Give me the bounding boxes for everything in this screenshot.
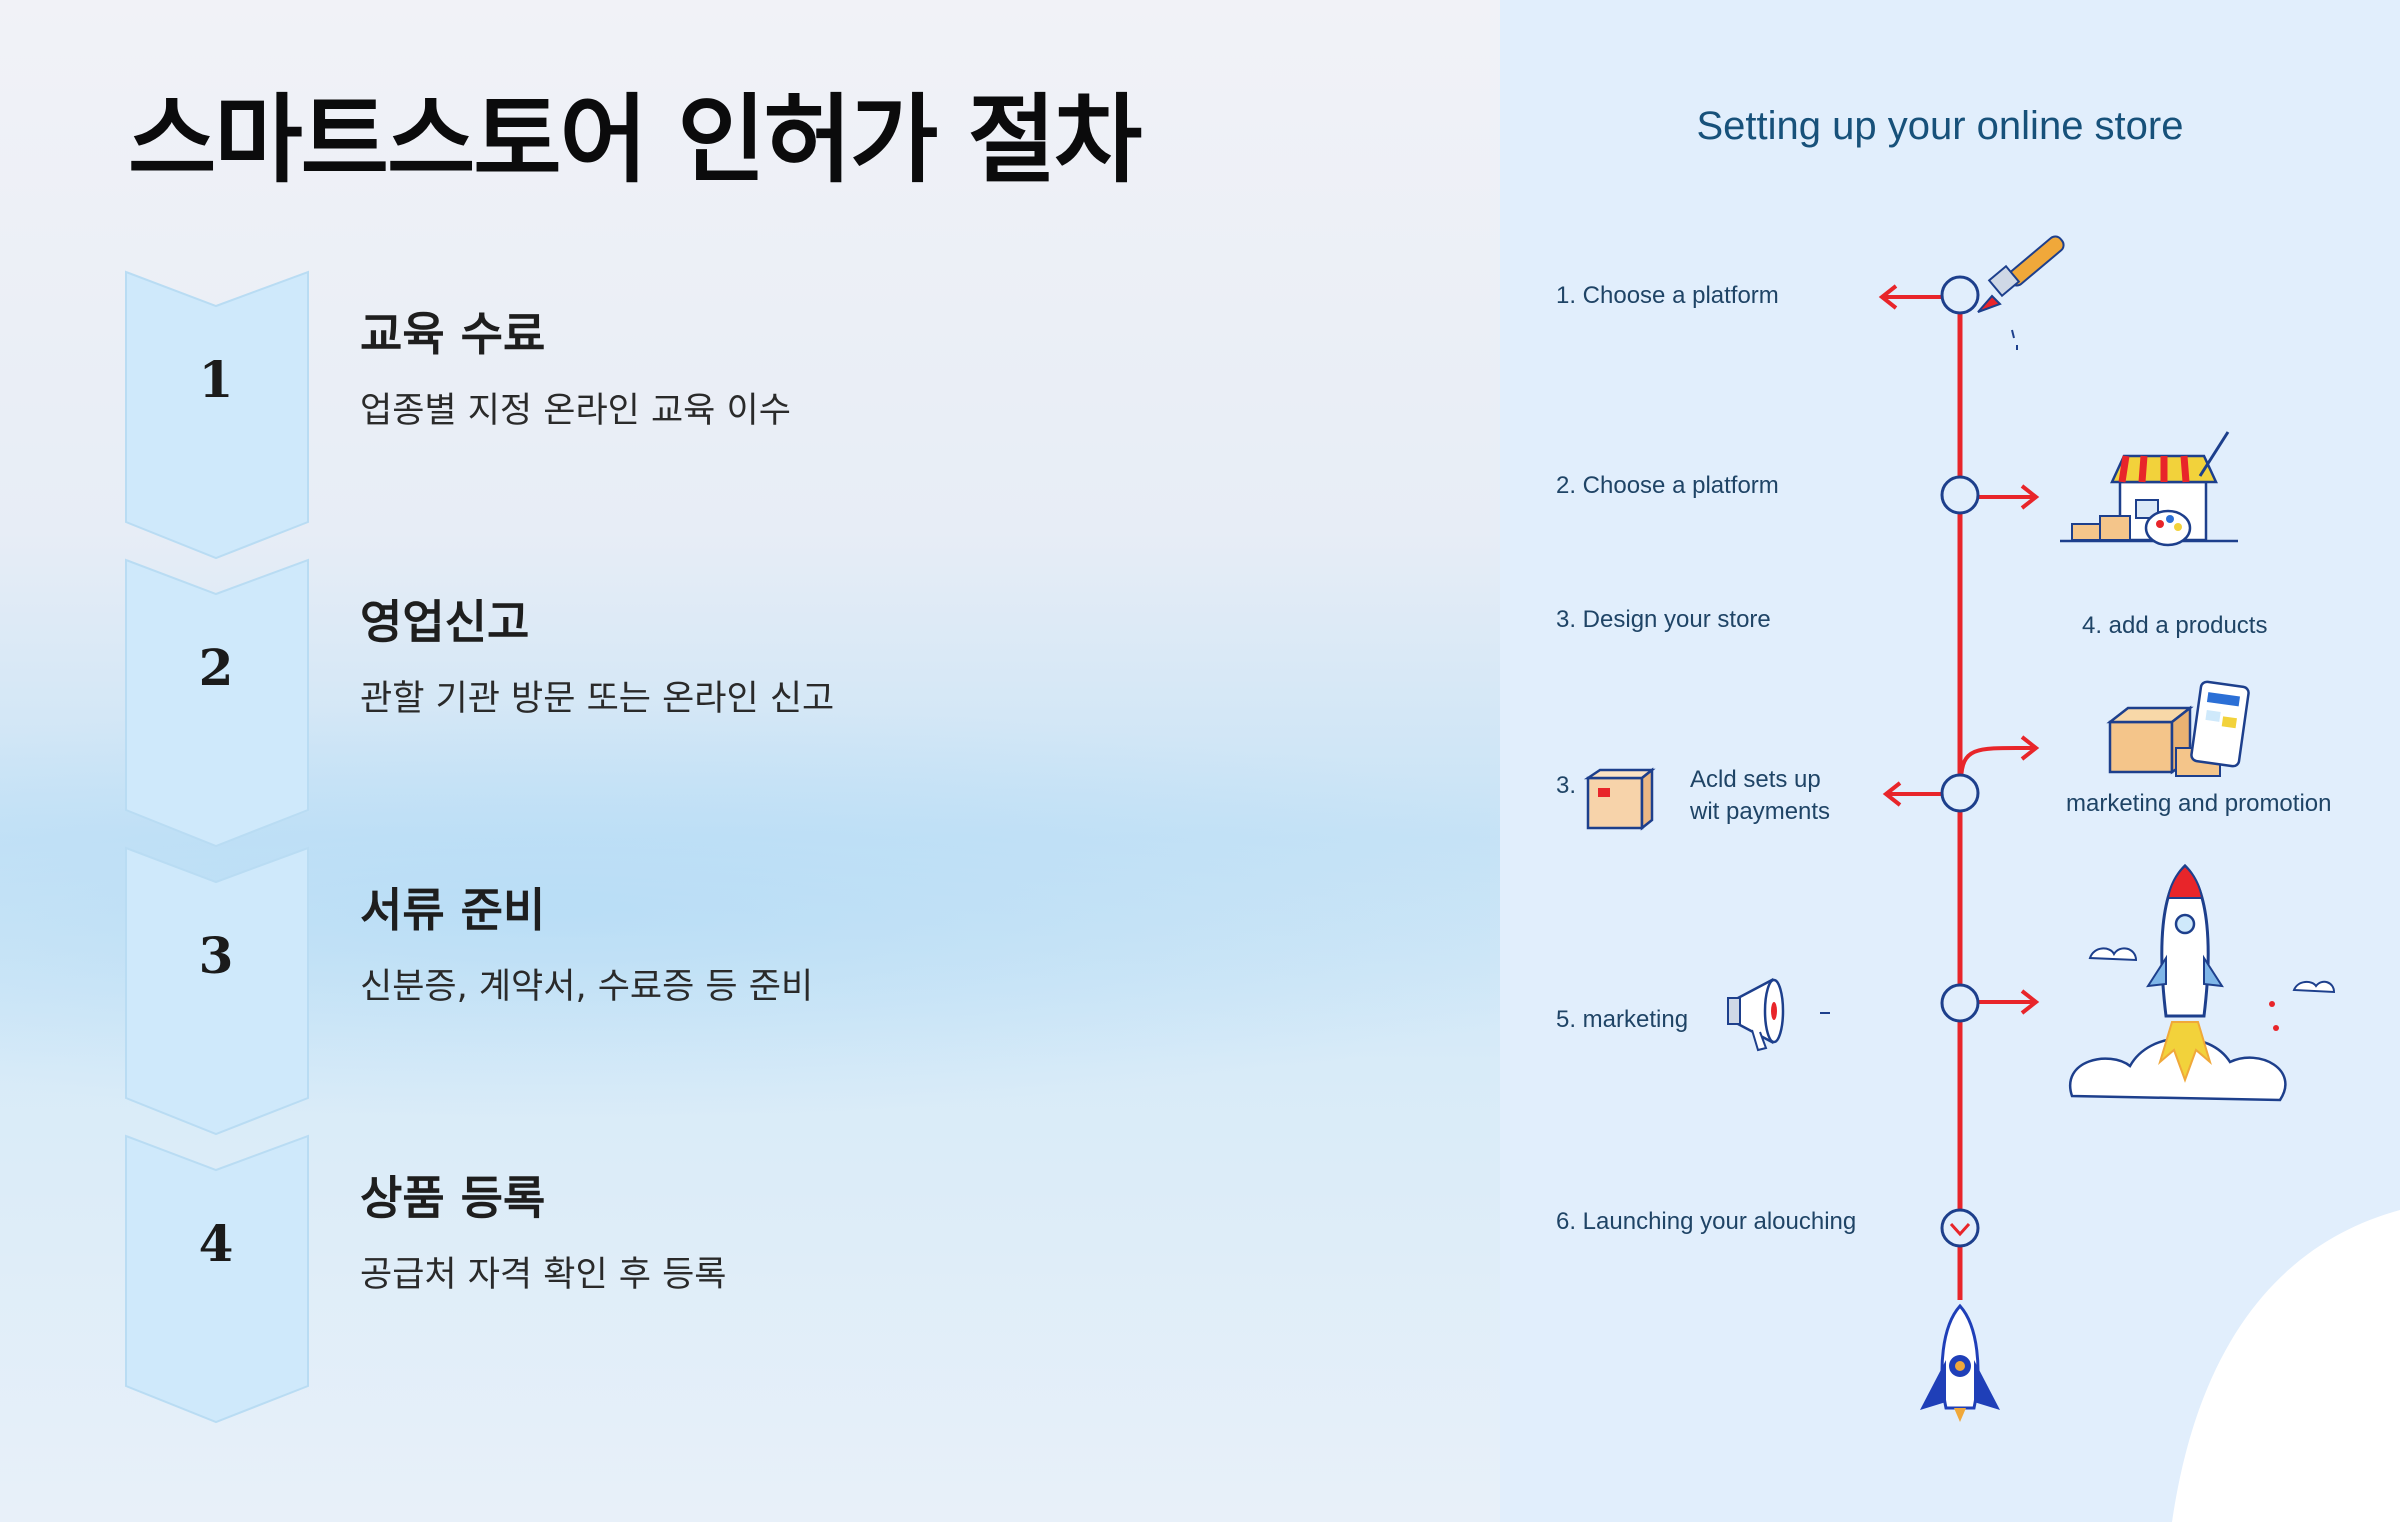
step-1: 1 교육 수료 업종별 지정 온라인 교육 이수 <box>124 270 1424 560</box>
label-step-3b-line1: Acld sets up <box>1690 766 1821 793</box>
arrow-right-5 <box>1978 989 2040 1015</box>
label-step-5: 5. marketing <box>1556 1006 1689 1033</box>
step-2: 2 영업신고 관할 기관 방문 또는 온라인 신고 <box>124 558 1424 848</box>
node-5 <box>1940 983 1980 1023</box>
step-description: 업종별 지정 온라인 교육 이수 <box>360 391 791 431</box>
step-number: 1 <box>198 350 234 409</box>
package-icon <box>1583 767 1656 831</box>
step-chevron <box>125 1134 309 1424</box>
step-heading: 교육 수료 <box>360 307 546 361</box>
infographic-title: Setting up your online store <box>1696 104 2184 148</box>
arrow-left-3 <box>1882 781 1942 807</box>
step-chevron <box>125 846 309 1136</box>
arrow-right-2 <box>1978 484 2040 510</box>
label-step-2: 2. Choose a platform <box>1556 472 1779 499</box>
label-step-3b-line2: wit payments <box>1690 798 1831 825</box>
step-description: 신분증, 계약서, 수료증 등 준비 <box>360 967 814 1007</box>
step-3: 3 서류 준비 신분증, 계약서, 수료증 등 준비 <box>124 846 1424 1136</box>
small-rocket-icon <box>1920 1303 2000 1422</box>
step-number: 3 <box>198 926 234 985</box>
right-panel: Setting up your online store <box>1500 0 2400 1522</box>
arrow-left-1 <box>1878 284 1942 310</box>
label-step-6: 6. Launching your alouching <box>1556 1208 1857 1235</box>
step-description: 공급처 자격 확인 후 등록 <box>360 1255 727 1295</box>
label-step-4: 4. add a products <box>2082 612 2268 639</box>
left-panel: 스마트스토어 인허가 절차 1 교육 수료 업종별 지정 온라인 교육 이수 2… <box>0 0 1500 1522</box>
step-heading: 영업신고 <box>360 595 530 649</box>
step-chevron <box>125 270 309 560</box>
corner-curve <box>2172 1210 2400 1522</box>
node-1 <box>1940 275 1980 315</box>
palette-icon <box>2144 509 2192 547</box>
node-3 <box>1940 773 1980 813</box>
step-description: 관할 기관 방문 또는 온라인 신고 <box>360 679 835 719</box>
paintbrush-icon <box>1977 235 2065 350</box>
page-title: 스마트스토어 인허가 절차 <box>128 84 1142 196</box>
boxes-icon <box>2106 705 2221 777</box>
step-number: 4 <box>198 1214 234 1273</box>
timeline-graphic <box>1583 235 2400 1522</box>
label-step-3b-number: 3. <box>1556 772 1577 799</box>
step-heading: 상품 등록 <box>360 1171 546 1225</box>
step-chevron <box>125 558 309 848</box>
megaphone-icon <box>1727 977 1830 1052</box>
label-step-3: 3. Design your store <box>1556 606 1771 633</box>
node-6 <box>1940 1208 1980 1248</box>
node-2 <box>1940 475 1980 515</box>
rocket-icon <box>2146 863 2279 1083</box>
step-number: 2 <box>198 638 234 697</box>
step-4: 4 상품 등록 공급처 자격 확인 후 등록 <box>124 1134 1424 1424</box>
label-step-1: 1. Choose a platform <box>1556 282 1779 309</box>
label-marketing-promotion: marketing and promotion <box>2066 790 2332 817</box>
step-heading: 서류 준비 <box>360 883 546 937</box>
arrow-curve-right <box>1959 735 2040 781</box>
phone-icon <box>2190 680 2250 768</box>
